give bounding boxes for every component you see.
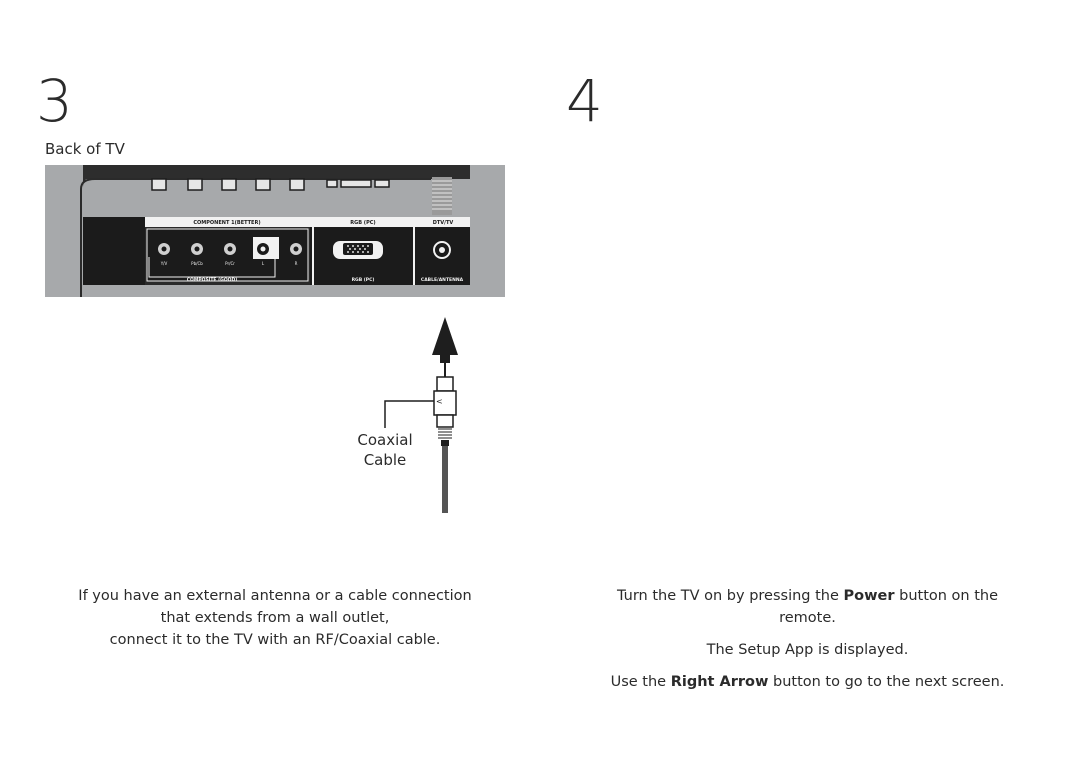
- cable-label-line2: Cable: [363, 451, 407, 469]
- coaxial-cable-illustration: <: [384, 317, 458, 513]
- port-label-yv: Y/V: [160, 261, 168, 266]
- power-button-text: Power: [843, 588, 895, 604]
- rgb-bottom-label: RGB (PC): [352, 277, 375, 283]
- step-4-line-1: Turn the TV on by pressing the Power but…: [570, 585, 1045, 607]
- step-4-line-1-cont: remote.: [779, 610, 836, 626]
- step-4-line-1-pre: Turn the TV on by pressing the: [616, 588, 844, 604]
- step-4-instructions: Turn the TV on by pressing the Power but…: [570, 585, 1045, 693]
- port-label-pb: Pb/Cb: [191, 261, 203, 266]
- step-4-line-1-post: button on the: [894, 588, 999, 604]
- step-3-line-1: If you have an external antenna or a cab…: [78, 588, 472, 604]
- port-label-l: L: [262, 261, 265, 266]
- tv-back-panel-illustration: COMPONENT 1(BETTER) RGB (PC) DTV/TV Y/V …: [45, 165, 505, 297]
- step-4-line-3: Use the Right Arrow button to go to the …: [570, 671, 1045, 693]
- port-label-r: R: [295, 261, 298, 266]
- step-4-line-3-pre: Use the: [610, 674, 671, 690]
- coaxial-cable-label: Coaxial Cable: [340, 430, 430, 470]
- step-4-line-3-post: button to go to the next screen.: [768, 674, 1005, 690]
- up-arrow-icon: [432, 317, 458, 355]
- rgb-label: RGB (PC): [350, 220, 375, 226]
- right-arrow-button-text: Right Arrow: [670, 674, 769, 690]
- antenna-label: CABLE/ANTENNA: [421, 277, 464, 283]
- step-3-line-3: connect it to the TV with an RF/Coaxial …: [109, 632, 441, 648]
- port-label-pr: Pr/Cr: [225, 261, 235, 266]
- composite-label: COMPOSITE (GOOD): [187, 277, 238, 283]
- step-4-number: 4: [566, 67, 603, 135]
- step-4-line-2: The Setup App is displayed.: [706, 642, 909, 658]
- step-3-number: 3: [36, 67, 73, 135]
- back-of-tv-caption: Back of TV: [45, 140, 125, 158]
- step-3-instructions: If you have an external antenna or a cab…: [20, 585, 530, 651]
- step-3-line-2: that extends from a wall outlet,: [160, 610, 390, 626]
- cable-label-line1: Coaxial: [357, 431, 413, 449]
- component-label: COMPONENT 1(BETTER): [193, 220, 260, 226]
- dtv-label: DTV/TV: [433, 220, 454, 226]
- svg-text:<: <: [436, 397, 443, 406]
